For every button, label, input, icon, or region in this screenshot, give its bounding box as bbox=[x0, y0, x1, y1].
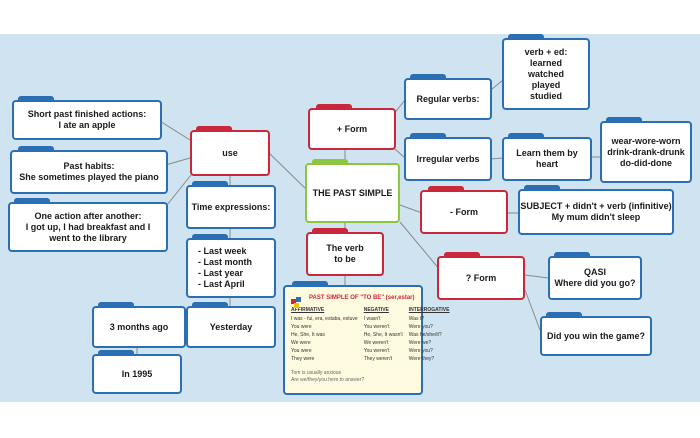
column-header: NEGATIVE bbox=[363, 307, 389, 313]
verb-to-be-node: The verb to be bbox=[306, 232, 384, 276]
affirmative-column: AFFIRMATIVE I was - fui, era, estaba, es… bbox=[291, 307, 358, 364]
to-be-table-card: PAST SIMPLE OF "TO BE" (ser,estar) AFFIR… bbox=[283, 285, 449, 395]
table-row: They weren't bbox=[363, 356, 393, 362]
table-row: We were bbox=[291, 340, 311, 346]
table-row: He, She, It was bbox=[291, 332, 325, 338]
column-header: AFFIRMATIVE bbox=[291, 307, 325, 313]
time-expressions-node: Time expressions: bbox=[186, 185, 276, 229]
table-row: You weren't bbox=[363, 324, 390, 330]
card-note: Are we/they/you here to answer? bbox=[291, 377, 365, 383]
card-title: PAST SIMPLE OF "TO BE" (ser,estar) bbox=[309, 295, 415, 301]
irregular-verbs-node: Irregular verbs bbox=[404, 137, 492, 181]
table-row: Were they? bbox=[408, 356, 435, 362]
table-row: Were you? bbox=[408, 324, 433, 330]
card-note: Tom is usually anxious bbox=[291, 370, 342, 376]
card-columns: AFFIRMATIVE I was - fui, era, estaba, es… bbox=[291, 307, 449, 364]
short-past-actions-node: Short past finished actions: I ate an ap… bbox=[12, 100, 162, 140]
regular-examples-node: verb + ed: learned watched played studie… bbox=[502, 38, 590, 110]
time-list-node: - Last week - Last month - Last year - L… bbox=[186, 238, 276, 298]
table-row: You were bbox=[291, 324, 312, 330]
table-row: They were bbox=[291, 356, 315, 362]
negative-column: NEGATIVE I wasn't You weren't He, She, I… bbox=[364, 307, 403, 364]
use-node: use bbox=[190, 130, 270, 176]
interrogative-column: INTERROGATIVE Was I? Were you? Was he/sh… bbox=[409, 307, 450, 364]
negative-rule-node: SUBJECT + didn't + verb (infinitive) My … bbox=[518, 189, 674, 235]
table-row: Was he/she/it? bbox=[408, 332, 442, 338]
plus-form-node: + Form bbox=[308, 108, 396, 150]
decoration-square bbox=[291, 299, 296, 304]
decoration-square bbox=[296, 297, 301, 302]
past-simple-center-node: THE PAST SIMPLE bbox=[305, 163, 400, 223]
irregular-examples-node: wear-wore-worn drink-drank-drunk do-did-… bbox=[600, 121, 692, 183]
table-row: I wasn't bbox=[363, 316, 381, 322]
one-action-after-another-node: One action after another: I got up, I ha… bbox=[8, 202, 168, 252]
decoration-square bbox=[294, 303, 299, 308]
table-row: Were you? bbox=[408, 348, 433, 354]
past-habits-node: Past habits: She sometimes played the pi… bbox=[10, 150, 168, 194]
three-months-ago-node: 3 months ago bbox=[92, 306, 186, 348]
column-header: INTERROGATIVE bbox=[408, 307, 450, 313]
table-row: We weren't bbox=[363, 340, 389, 346]
table-row: You were bbox=[291, 348, 312, 354]
qasi-node: QASI Where did you go? bbox=[548, 256, 642, 300]
table-row: Was I? bbox=[408, 316, 425, 322]
yesterday-node: Yesterday bbox=[186, 306, 276, 348]
regular-verbs-node: Regular verbs: bbox=[404, 78, 492, 120]
table-row: I was - fui, era, estaba, estuve bbox=[291, 316, 358, 322]
learn-by-heart-node: Learn them by heart bbox=[502, 137, 592, 181]
table-row: You weren't bbox=[363, 348, 390, 354]
table-row: He, She, It wasn't bbox=[363, 332, 403, 338]
did-you-win-node: Did you win the game? bbox=[540, 316, 652, 356]
in-1995-node: In 1995 bbox=[92, 354, 182, 394]
question-form-node: ? Form bbox=[437, 256, 525, 300]
minus-form-node: - Form bbox=[420, 190, 508, 234]
table-row: Were we? bbox=[408, 340, 432, 346]
